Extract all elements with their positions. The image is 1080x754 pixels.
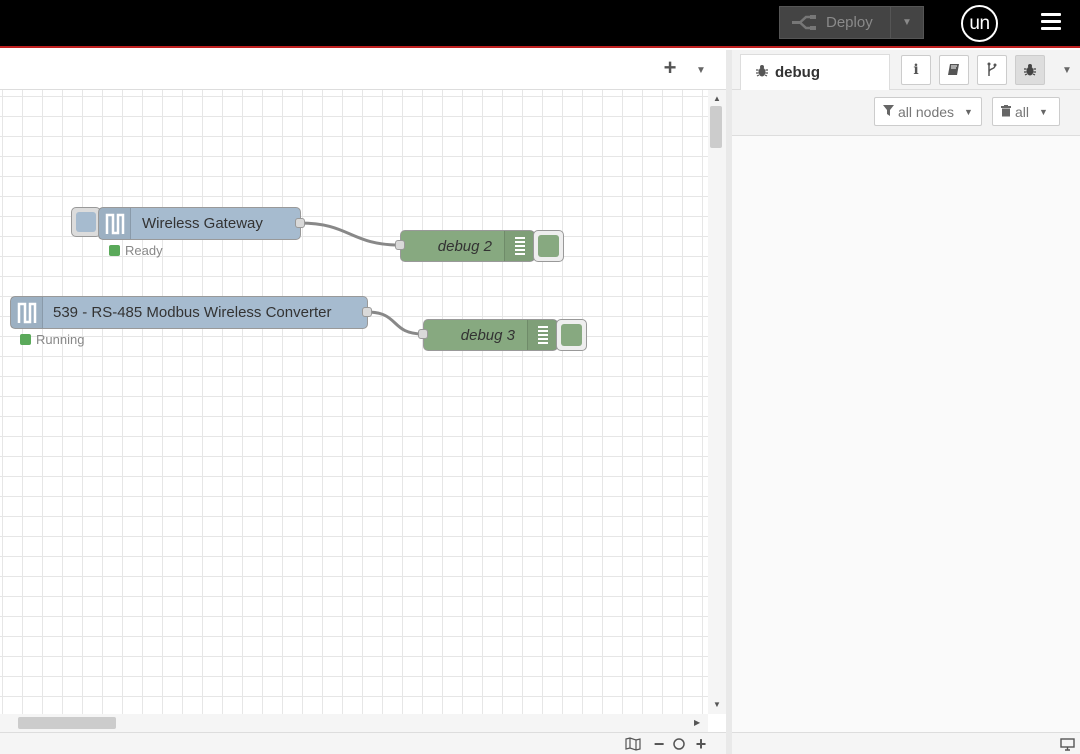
- monitor-icon[interactable]: [1058, 735, 1076, 753]
- filter-label: all nodes: [898, 103, 955, 120]
- workspace-footer: − +: [0, 732, 726, 754]
- node-modbus-converter[interactable]: 539 - RS-485 Modbus Wireless Converter: [10, 296, 368, 329]
- branch-icon[interactable]: [977, 55, 1007, 85]
- wire-gateway-debug2: [299, 221, 401, 247]
- debug-2-toggle-button[interactable]: [533, 230, 564, 262]
- tab-debug[interactable]: debug: [740, 54, 890, 91]
- zoom-out-icon[interactable]: −: [653, 733, 665, 754]
- trash-icon: [1001, 104, 1011, 120]
- node-label: debug 3: [460, 326, 515, 344]
- debug-toolbar: all nodes ▼ all ▼: [732, 90, 1080, 136]
- header-bar: Deploy ▼ un: [0, 0, 1080, 48]
- wave-icon: [11, 297, 43, 328]
- map-icon[interactable]: [624, 735, 642, 753]
- filter-icon: [883, 104, 894, 120]
- zoom-reset-icon[interactable]: [670, 735, 688, 753]
- status-dot-icon: [20, 334, 31, 345]
- vertical-scroll-thumb[interactable]: [710, 106, 722, 148]
- list-icon: [527, 320, 557, 350]
- debug-message-list[interactable]: [732, 136, 1080, 732]
- tab-label: debug: [775, 64, 820, 81]
- node-status: Running: [20, 332, 84, 347]
- scroll-down-icon[interactable]: ▼: [713, 700, 721, 709]
- wire-converter-debug3: [366, 310, 424, 336]
- workspace: + ▼ Wireless Gateway Ready: [0, 50, 726, 754]
- add-flow-icon[interactable]: +: [663, 55, 677, 80]
- workspace-tab-bar: + ▼: [0, 50, 726, 90]
- horizontal-scroll-thumb[interactable]: [18, 717, 116, 729]
- node-debug-3[interactable]: debug 3: [423, 319, 558, 351]
- sidebar-menu-caret-icon[interactable]: ▼: [1062, 65, 1072, 76]
- flow-list-caret-icon[interactable]: ▼: [696, 65, 706, 76]
- wires: [299, 221, 424, 336]
- bug-icon: [755, 64, 769, 82]
- output-port[interactable]: [362, 307, 372, 317]
- deploy-separator: [890, 7, 891, 38]
- deploy-label: Deploy: [826, 14, 873, 31]
- sidebar-tab-bar: debug i ▼: [732, 50, 1080, 91]
- debug-bug-icon[interactable]: [1015, 55, 1045, 85]
- horizontal-scrollbar[interactable]: ▶: [0, 714, 708, 732]
- menu-icon[interactable]: [1041, 13, 1061, 31]
- status-dot-icon: [109, 245, 120, 256]
- book-icon[interactable]: [939, 55, 969, 85]
- node-status: Ready: [109, 243, 163, 258]
- clear-label: all: [1015, 103, 1030, 120]
- deploy-options-caret-icon[interactable]: ▼: [902, 17, 912, 28]
- input-port[interactable]: [418, 329, 428, 339]
- flow-canvas[interactable]: Wireless Gateway Ready debug 2: [0, 90, 708, 714]
- filter-nodes-button[interactable]: all nodes ▼: [874, 97, 982, 126]
- node-label: Wireless Gateway: [142, 215, 263, 232]
- vertical-scrollbar[interactable]: ▲ ▼: [708, 90, 726, 714]
- chevron-down-icon: ▼: [1039, 106, 1048, 117]
- deploy-button[interactable]: Deploy ▼: [779, 6, 924, 39]
- info-icon[interactable]: i: [901, 55, 931, 85]
- sidebar-footer: [732, 732, 1080, 754]
- node-label: debug 2: [437, 237, 492, 255]
- sidebar: debug i ▼ all nodes ▼: [726, 50, 1080, 754]
- clear-messages-button[interactable]: all ▼: [992, 97, 1060, 126]
- input-port[interactable]: [395, 240, 405, 250]
- debug-3-toggle-button[interactable]: [556, 319, 587, 351]
- chevron-down-icon: ▼: [964, 106, 973, 117]
- scroll-up-icon[interactable]: ▲: [713, 94, 721, 103]
- user-avatar[interactable]: un: [961, 5, 998, 42]
- list-icon: [504, 231, 534, 261]
- output-port[interactable]: [295, 218, 305, 228]
- deploy-icon: [780, 7, 826, 38]
- zoom-in-icon[interactable]: +: [695, 733, 707, 754]
- scroll-right-icon[interactable]: ▶: [694, 718, 701, 727]
- node-debug-2[interactable]: debug 2: [400, 230, 535, 262]
- node-wireless-gateway[interactable]: Wireless Gateway: [98, 207, 301, 240]
- gateway-inject-button[interactable]: [71, 207, 101, 237]
- wave-icon: [99, 208, 131, 239]
- node-label: 539 - RS-485 Modbus Wireless Converter: [53, 304, 332, 321]
